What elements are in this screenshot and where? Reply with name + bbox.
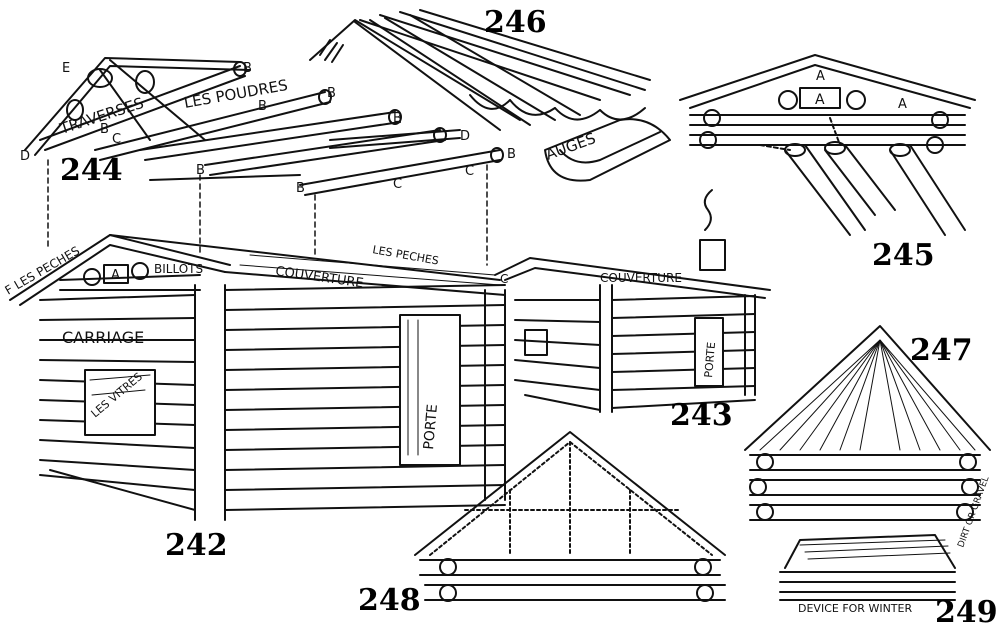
fig-242-log-cabin (9, 234, 506, 521)
fig-number-247: 247 (910, 333, 973, 368)
fig243-label-porte: PORTE (702, 341, 718, 378)
fig242-label-les-peches-roof: LES PECHES (371, 243, 439, 267)
fig242-label-billots: BILLOTS (154, 262, 203, 276)
fig244-label-b1: B (243, 61, 252, 76)
fig245-label-a2: A (815, 92, 825, 108)
fig244-label-b2: B (327, 86, 336, 101)
fig245-label-a1: A (816, 69, 825, 84)
fig242-label-a: A (111, 268, 120, 283)
guide-lines (47, 159, 488, 266)
fig245-label-a3: A (898, 97, 907, 112)
fig-247-thatched-gable (744, 325, 991, 521)
fig244-label-c2: C (393, 177, 402, 192)
fig244-label-c3: C (465, 164, 474, 179)
fig-248-boarded-gable (414, 431, 726, 602)
fig243-label-couverture: COUVERTURE (600, 271, 682, 285)
fig244-label-b3: B (393, 111, 402, 126)
fig-246-auges-roof (309, 9, 671, 182)
fig-243-small-cabin (494, 189, 771, 413)
fig-245-gable-detail (679, 54, 976, 236)
fig-number-249: 249 (935, 595, 998, 630)
fig244-label-d1: D (460, 129, 470, 144)
fig-number-243: 243 (670, 398, 733, 433)
fig-number-244: 244 (60, 153, 123, 188)
fig244-label-c1: C (112, 132, 121, 147)
fig-number-245: 245 (872, 238, 935, 273)
fig244-label-b7: B (100, 122, 109, 137)
fig244-label-e: E (62, 61, 70, 76)
fig242-label-carriage: CARRIAGE (62, 328, 144, 347)
fig242-label-couverture: COUVERTURE (274, 264, 364, 291)
fig-number-242: 242 (165, 528, 228, 563)
fig244-label-b4: B (507, 147, 516, 162)
fig249-label-device-for-winter: DEVICE FOR WINTER (798, 602, 912, 615)
fig244-label-b6: B (296, 181, 305, 196)
fig244-label-d2: D (20, 149, 30, 164)
fig-244-roof-frame (24, 57, 504, 196)
fig243-label-c: C (500, 272, 508, 286)
fig242-label-porte: PORTE (421, 404, 441, 451)
fig244-label-b5: B (196, 163, 205, 178)
fig-number-248: 248 (358, 583, 421, 618)
fig-249-winter-device (779, 534, 956, 601)
fig244-label-b8: B (258, 99, 267, 114)
fig-number-246: 246 (484, 5, 547, 40)
